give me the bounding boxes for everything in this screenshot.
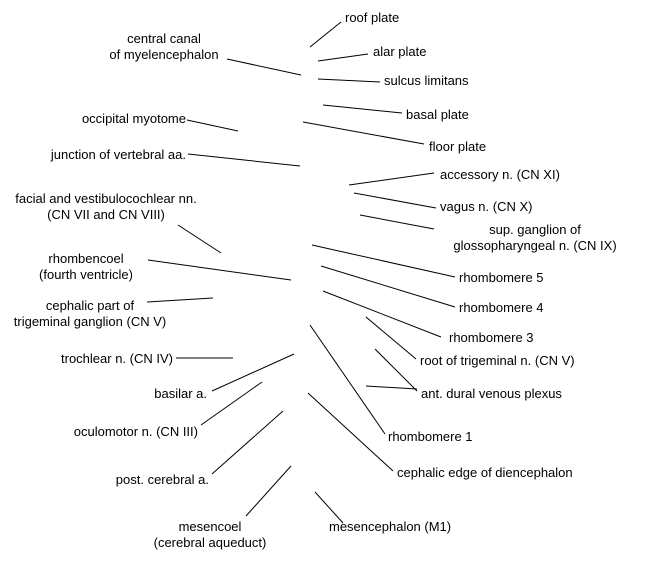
label-sulcus-limitans: sulcus limitans (384, 73, 469, 88)
label-ant-dural: ant. dural venous plexus (421, 386, 562, 401)
label-alar-plate: alar plate (373, 44, 427, 59)
label-facial-vestibulo: facial and vestibulocochlear nn. (CN VII… (2, 191, 210, 223)
leader-occipital-myotome (186, 119, 239, 132)
label-cephalic-trig: cephalic part of trigeminal ganglion (CN… (2, 298, 178, 330)
leader-mesencephalon (314, 491, 344, 524)
leader-cephalic-trig (146, 297, 214, 303)
label-rhombencoel-line2: (fourth ventricle) (39, 267, 133, 282)
leader-mesencoel (245, 465, 292, 517)
label-rhombomere-3: rhombomere 3 (449, 330, 534, 345)
leader-ant-dural-a (374, 348, 418, 392)
leader-rhombomere-3 (322, 290, 442, 338)
label-roof-plate: roof plate (345, 10, 400, 25)
leader-rhombencoel (147, 259, 292, 281)
label-occipital-myotome: occipital myotome (81, 111, 186, 126)
label-basal-plate: basal plate (406, 107, 469, 122)
leader-rhombomere-5 (311, 244, 456, 278)
leader-vagus-n (353, 192, 437, 209)
label-rhombencoel: rhombencoel (fourth ventricle) (20, 251, 152, 283)
leader-roof-plate (309, 21, 342, 48)
leader-rhombomere-1 (309, 324, 386, 435)
label-sup-ganglion-line2: glossopharyngeal n. (CN IX) (453, 238, 617, 253)
label-rhombencoel-line1: rhombencoel (48, 251, 124, 266)
leader-root-trigeminal (365, 316, 417, 360)
leader-rhombomere-4 (320, 265, 456, 308)
leader-sulcus-limitans (317, 78, 381, 83)
label-central-canal-line2: of myelencephalon (109, 47, 219, 62)
label-facial-vestibulo-line1: facial and vestibulocochlear nn. (15, 191, 197, 206)
label-mesencephalon: mesencephalon (M1) (329, 519, 452, 534)
label-cephalic-trig-line2: trigeminal ganglion (CN V) (13, 314, 167, 329)
label-cephalic-edge: cephalic edge of diencephalon (397, 465, 573, 480)
leader-junction-vertebral (187, 153, 301, 167)
leader-cephalic-edge (307, 392, 394, 472)
leader-accessory-n (348, 172, 435, 186)
label-facial-vestibulo-line2: (CN VII and CN VIII) (47, 207, 165, 222)
label-basilar-a: basilar a. (154, 386, 207, 401)
leader-floor-plate (302, 121, 425, 145)
label-junction-vertebral: junction of vertebral aa. (50, 147, 186, 162)
label-rhombomere-4: rhombomere 4 (459, 300, 544, 315)
label-mesencoel-line2: (cerebral aqueduct) (153, 535, 267, 550)
label-accessory-n: accessory n. (CN XI) (440, 167, 560, 182)
leader-alar-plate (317, 53, 369, 62)
label-sup-ganglion: sup. ganglion of glossopharyngeal n. (CN… (432, 222, 638, 254)
label-central-canal-line1: central canal (127, 31, 201, 46)
label-post-cerebral-a: post. cerebral a. (115, 472, 209, 487)
label-sup-ganglion-line1: sup. ganglion of (489, 222, 581, 237)
label-oculomotor-n: oculomotor n. (CN III) (73, 424, 198, 439)
leader-basal-plate (322, 104, 403, 114)
label-rhombomere-5: rhombomere 5 (459, 270, 544, 285)
label-trochlear-n: trochlear n. (CN IV) (61, 351, 173, 366)
label-mesencoel-line1: mesencoel (178, 519, 242, 534)
label-vagus-n: vagus n. (CN X) (440, 199, 533, 214)
label-rhombomere-1: rhombomere 1 (388, 429, 473, 444)
leader-oculomotor-n (200, 381, 263, 426)
label-cephalic-trig-line1: cephalic part of (45, 298, 135, 313)
leader-sup-ganglion (359, 214, 435, 230)
leader-ant-dural-b (365, 385, 418, 390)
label-root-trigeminal: root of trigeminal n. (CN V) (420, 353, 575, 368)
label-mesencoel: mesencoel (cerebral aqueduct) (140, 519, 280, 551)
leader-facial-vestibulo (177, 224, 222, 254)
label-floor-plate: floor plate (429, 139, 487, 154)
leader-basilar-a (211, 353, 295, 392)
leader-post-cerebral-a (211, 410, 284, 475)
leader-central-canal (226, 58, 302, 76)
label-central-canal: central canal of myelencephalon (98, 31, 230, 63)
